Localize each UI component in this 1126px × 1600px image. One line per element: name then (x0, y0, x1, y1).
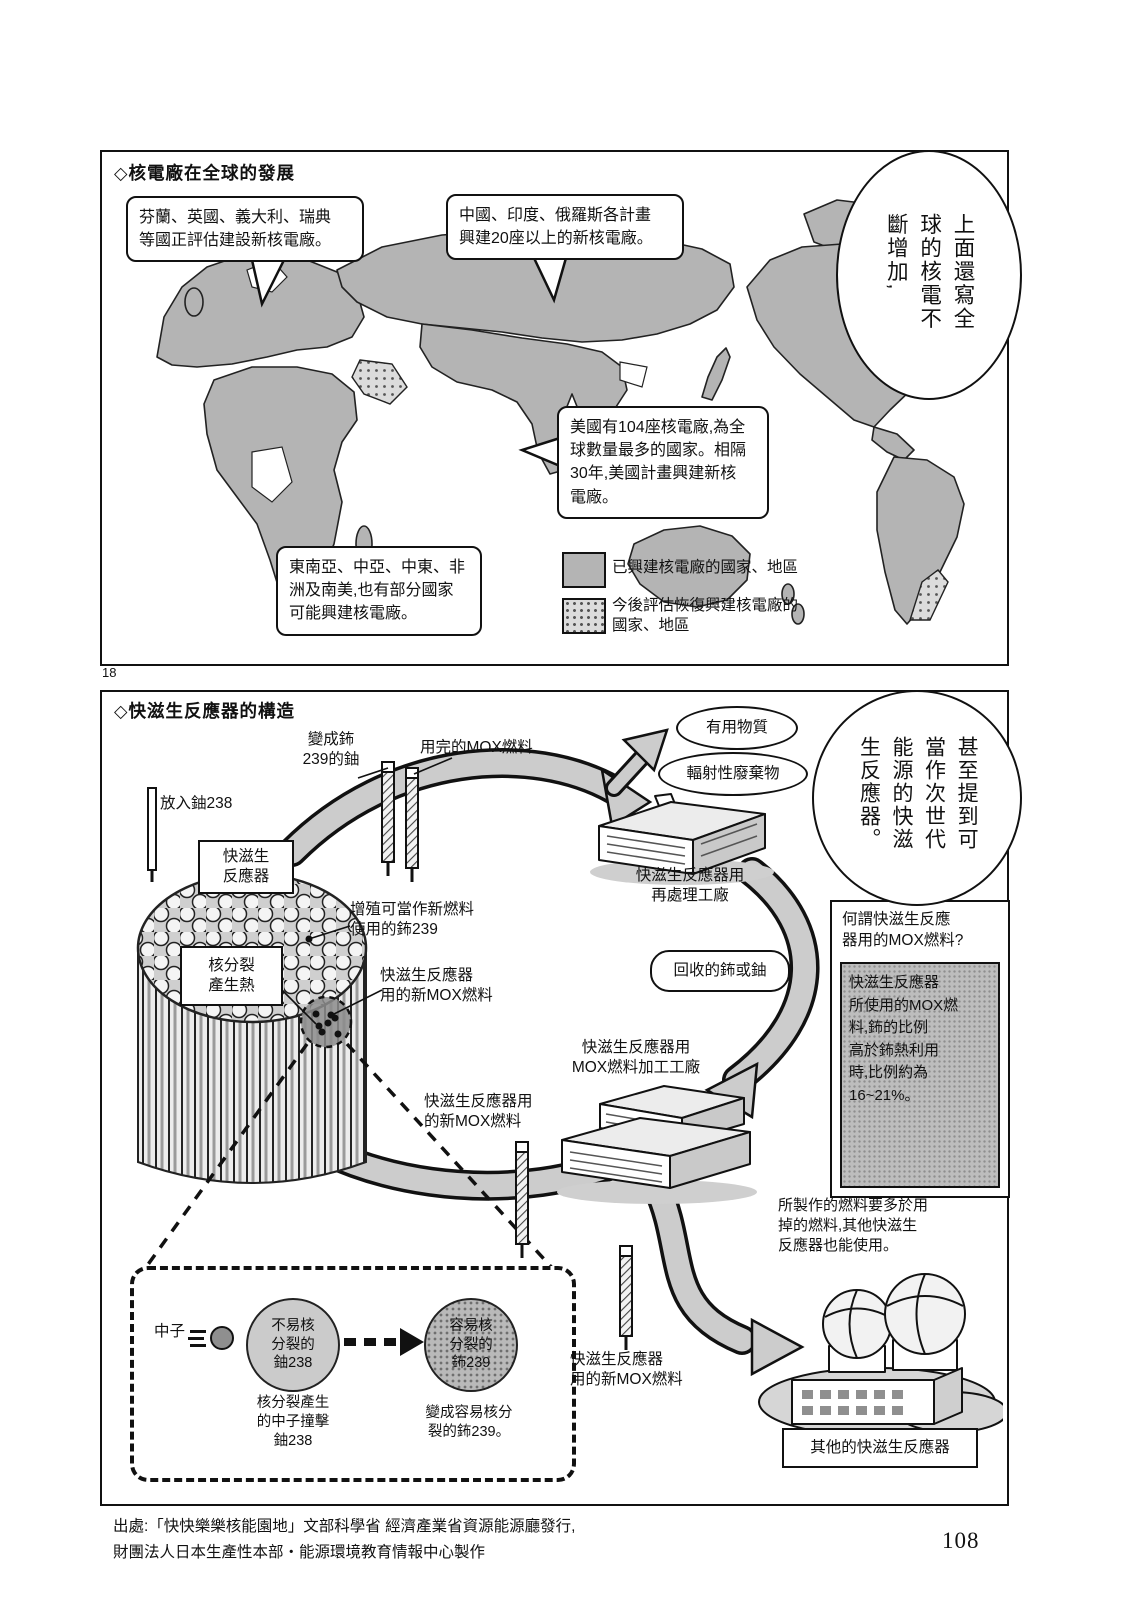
sidebox-mox-explainer: 何謂快滋生反應 器用的MOX燃料? 快滋生反應器 所使用的MOX燃 料,鈽的比例… (830, 900, 1010, 1198)
speech-bubble-narration-1: 上面還寫全球的核電不斷增加, (836, 150, 1022, 400)
motion-line (188, 1337, 204, 1340)
label-new-mox-bottom: 快滋生反應器 用的新MOX燃料 (570, 1351, 683, 1389)
panel-marker: 18 (102, 665, 117, 680)
motion-line (190, 1330, 206, 1333)
fission-detail-box: 中子 不易核 分裂的 鈾238 容易核 分裂的 鈽239 核分裂產生 的中子撞擊… (130, 1266, 576, 1482)
reprocessing-plant-icon (590, 793, 774, 885)
fuel-rod-new-mox-bottom (619, 1245, 633, 1350)
box-fission-heat: 核分裂 產生熱 (180, 946, 283, 1006)
box-breeder-reactor: 快滋生 反應器 (198, 840, 294, 894)
speech-bubble-narration-2: 甚至提到可當作次世代能源的快滋生反應器。 (812, 690, 1022, 906)
bubble-radioactive-waste: 輻射性廢棄物 (658, 752, 808, 796)
panel2-title: ◇快滋生反應器的構造 (114, 701, 295, 721)
label-spent-mox: 用完的MOX燃料 (420, 739, 533, 756)
motion-line (190, 1344, 206, 1347)
label-neutron-hits: 核分裂產生 的中子撞擊 鈾238 (256, 1395, 330, 1450)
label-new-mox-core: 快滋生反應器 用的新MOX燃料 (380, 967, 493, 1005)
world-map (156, 199, 975, 625)
leader-lines (279, 757, 453, 1030)
neutron-icon (210, 1326, 234, 1350)
speech-text-2: 甚至提到可當作次世代能源的快滋生反應器。 (857, 736, 979, 851)
transmutation-arrow-head (400, 1328, 424, 1356)
fuel-rod-spent-mox (405, 767, 419, 882)
label-u-to-pu: 變成鈽 239的鈾 (302, 731, 360, 769)
label-becomes-pu: 變成容易核分 裂的鈽239。 (425, 1405, 513, 1441)
panel1-title: ◇核電廠在全球的發展 (114, 163, 295, 183)
label-surplus-note: 所製作的燃料要多於用 掉的燃料,其他快滋生 反應器也能使用。 (778, 1197, 929, 1254)
label-neutron: 中子 (154, 1323, 186, 1340)
transmutation-arrow-shaft (344, 1338, 402, 1346)
fuel-rod-new-mox-mid (515, 1141, 529, 1258)
pu239-circle: 容易核 分裂的 鈽239 (424, 1298, 518, 1392)
fuel-rod-u238 (147, 787, 157, 882)
legend-label-built: 已興建核電廠的國家、地區 (612, 559, 799, 576)
power-plant-icon (758, 1273, 1003, 1437)
label-bred-pu239: 增殖可當作新燃料 使用的鈽239 (350, 901, 475, 939)
fuel-rod-u-to-pu (381, 761, 395, 876)
sidebox-body: 快滋生反應器 所使用的MOX燃 料,鈽的比例 高於鈽熱利用 時,比例約為 16~… (840, 962, 1000, 1188)
source-credit: 出處:「快快樂樂核能園地」文部科學省 經濟產業省資源能源廳發行, 財團法人日本生… (113, 1514, 575, 1567)
speech-text-1: 上面還寫全球的核電不斷增加, (884, 213, 975, 331)
map-continents (156, 199, 975, 625)
box-recovered-pu-u: 回收的鈽或鈾 (650, 950, 790, 992)
panel-breeder-reactor: ◇快滋生反應器的構造 變成鈽 239的鈾 用完的MOX燃料 放入鈾238 快滋生… (100, 690, 1010, 1506)
callout-asia: 中國、印度、俄羅斯各計畫 興建20座以上的新核電廠。 (446, 194, 684, 261)
legend-swatch-built (562, 552, 606, 588)
callout-usa: 美國有104座核電廠,為全 球數量最多的國家。相隔 30年,美國計畫興建新核 電… (557, 406, 769, 519)
legend-label-planned: 今後評估恢復興建核電廠的 國家、地區 (612, 597, 799, 635)
callout-south: 東南亞、中亞、中東、非 洲及南美,也有部分國家 可能興建核電廠。 (276, 546, 482, 636)
bubble-useful-material: 有用物質 (676, 706, 798, 750)
label-mox-plant: 快滋生反應器用 MOX燃料加工工廠 (571, 1039, 701, 1077)
sidebox-title: 何謂快滋生反應 器用的MOX燃料? (842, 911, 964, 949)
label-insert-u238: 放入鈾238 (160, 795, 233, 812)
source-line-2: 財團法人日本生產性本部・能源環境教育情報中心製作 (113, 1544, 486, 1562)
fuel-rod-icons (147, 761, 633, 1350)
label-reprocessing-plant: 快滋生反應器用 再處理工廠 (635, 867, 745, 905)
u238-circle: 不易核 分裂的 鈾238 (246, 1298, 340, 1392)
box-other-reactors: 其他的快滋生反應器 (782, 1428, 978, 1468)
page-number: 108 (942, 1528, 980, 1553)
source-line-1: 出處:「快快樂樂核能園地」文部科學省 經濟產業省資源能源廳發行, (113, 1518, 576, 1535)
legend-swatch-planned (562, 598, 606, 634)
label-new-mox-mid: 快滋生反應器用 的新MOX燃料 (424, 1093, 533, 1131)
callout-europe: 芬蘭、英國、義大利、瑞典 等國正評估建設新核電廠。 (126, 196, 364, 263)
mox-plant-icon (557, 1085, 757, 1204)
